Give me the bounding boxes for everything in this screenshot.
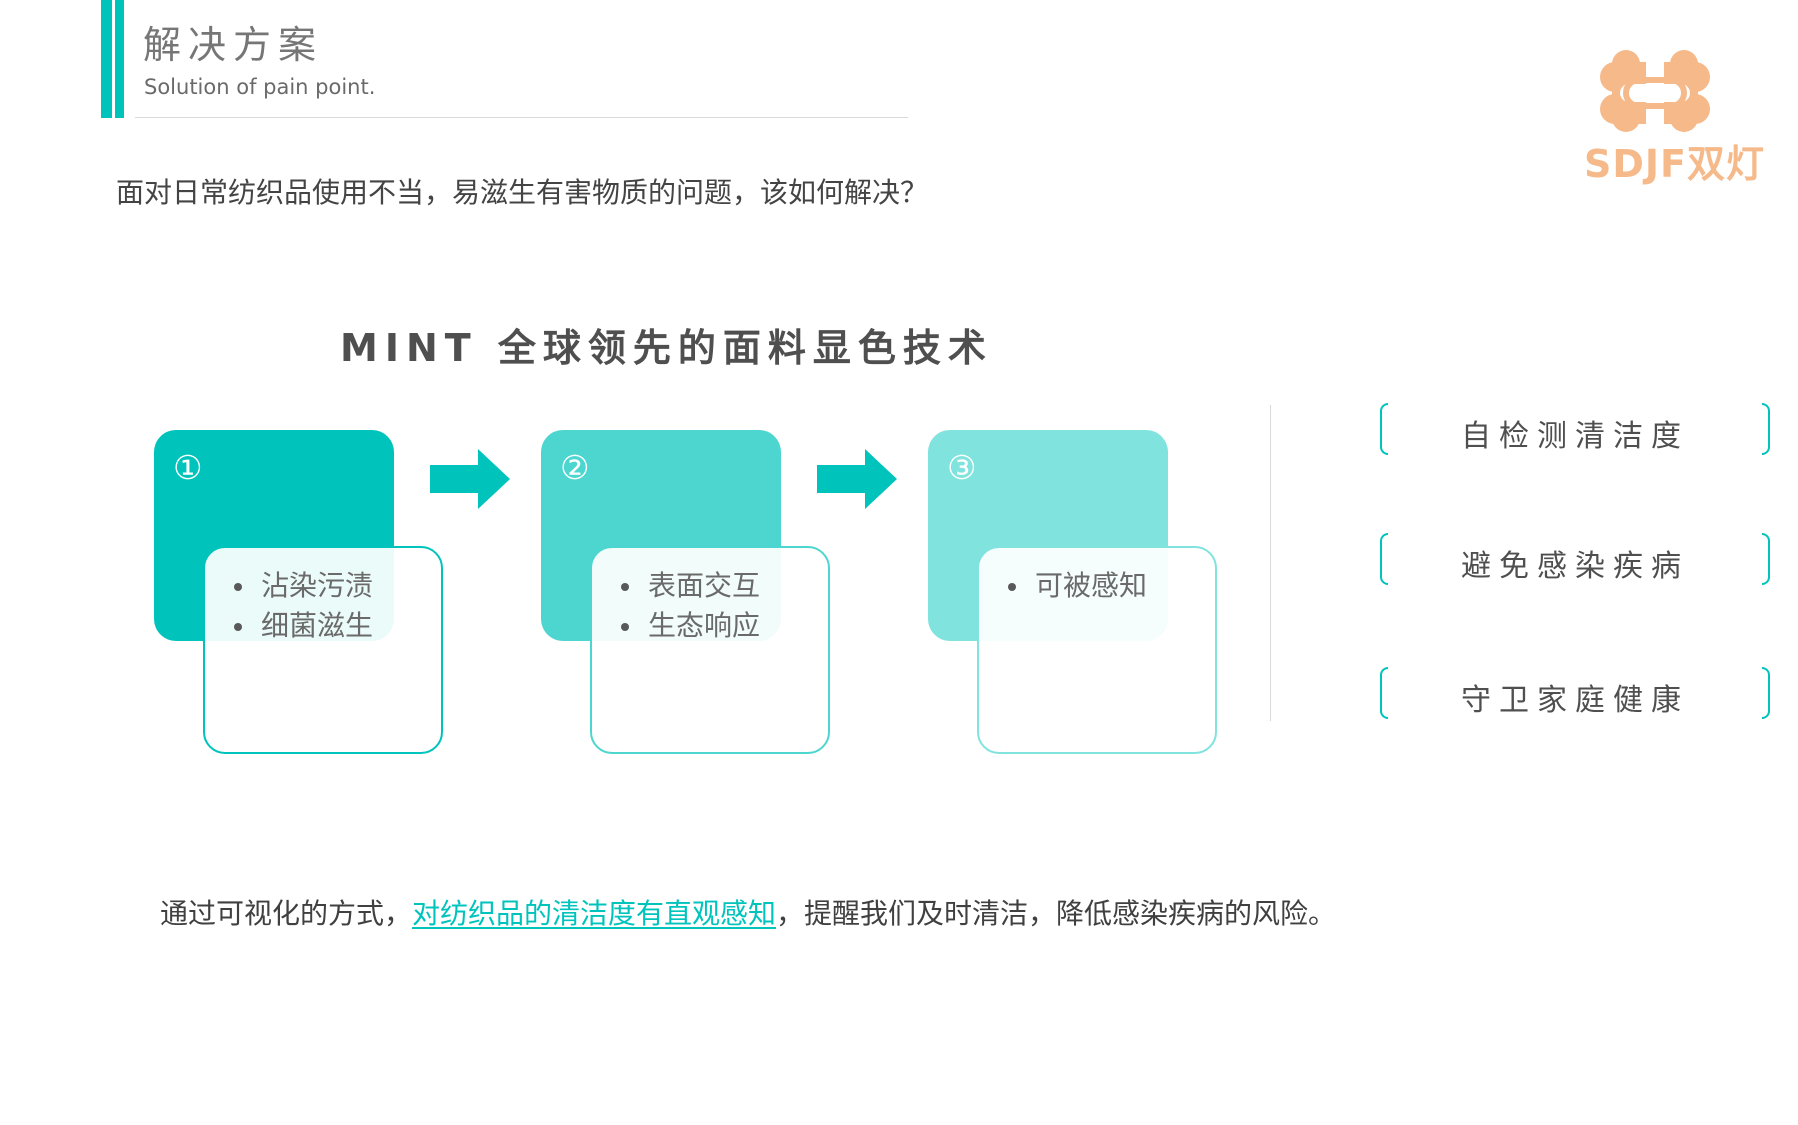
sdjf-logo-icon <box>1600 50 1710 132</box>
accent-bar-left <box>101 0 112 118</box>
accent-bar-right <box>115 0 124 118</box>
benefit-label: 避免感染疾病 <box>1461 549 1689 584</box>
step-number-1: ① <box>173 448 203 487</box>
summary-suffix: ，提醒我们及时清洁，降低感染疾病的风险。 <box>776 897 1337 930</box>
summary-highlight-link[interactable]: 对纺织品的清洁度有直观感知 <box>412 897 777 930</box>
list-item: 表面交互 <box>614 566 760 606</box>
step-2-list: 表面交互 生态响应 <box>614 566 760 646</box>
brand-name: SDJF双灯 <box>1584 142 1766 186</box>
section-divider <box>1270 405 1271 721</box>
summary-text: 通过可视化的方式，对纺织品的清洁度有直观感知，提醒我们及时清洁，降低感染疾病的风… <box>160 892 1336 932</box>
bracket-right-icon <box>1762 403 1770 455</box>
step-number-3: ③ <box>947 448 977 487</box>
bracket-left-icon <box>1380 403 1388 455</box>
benefit-item-clean-check: 自检测清洁度 <box>1380 403 1770 459</box>
summary-prefix: 通过可视化的方式， <box>160 897 413 930</box>
benefit-label: 守卫家庭健康 <box>1461 683 1689 718</box>
benefit-item-avoid-infection: 避免感染疾病 <box>1380 533 1770 589</box>
arrow-right-icon <box>430 449 510 509</box>
step-1-list: 沾染污渍 细菌滋生 <box>227 566 373 646</box>
benefit-item-family-health: 守卫家庭健康 <box>1380 667 1770 723</box>
step-detail-3: 可被感知 <box>977 546 1217 754</box>
page-subtitle: Solution of pain point. <box>144 75 376 99</box>
problem-question: 面对日常纺织品使用不当，易滋生有害物质的问题，该如何解决？ <box>116 176 929 209</box>
bracket-left-icon <box>1380 533 1388 585</box>
step-detail-2: 表面交互 生态响应 <box>590 546 830 754</box>
step-3-list: 可被感知 <box>1001 566 1147 606</box>
tech-title: MINT 全球领先的面料显色技术 <box>340 326 993 370</box>
bracket-right-icon <box>1762 533 1770 585</box>
list-item: 细菌滋生 <box>227 606 373 646</box>
list-item: 可被感知 <box>1001 566 1147 606</box>
bracket-left-icon <box>1380 667 1388 719</box>
header-divider <box>135 117 908 118</box>
benefit-label: 自检测清洁度 <box>1461 419 1689 454</box>
page-title: 解决方案 <box>143 23 324 67</box>
step-number-2: ② <box>560 448 590 487</box>
list-item: 生态响应 <box>614 606 760 646</box>
bracket-right-icon <box>1762 667 1770 719</box>
step-detail-1: 沾染污渍 细菌滋生 <box>203 546 443 754</box>
list-item: 沾染污渍 <box>227 566 373 606</box>
arrow-right-icon <box>817 449 897 509</box>
